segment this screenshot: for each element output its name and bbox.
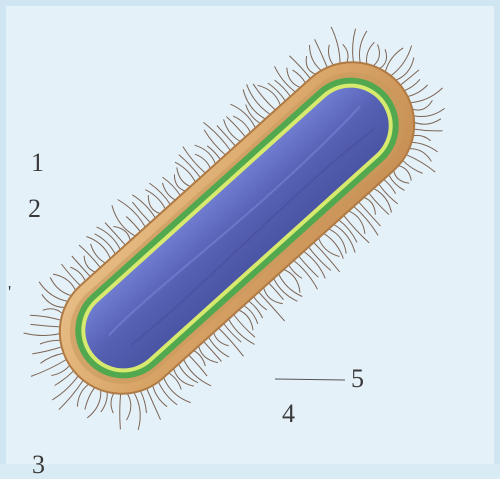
pilus-fiber: [289, 265, 303, 279]
pilus-fiber: [394, 170, 410, 183]
pilus-fiber: [177, 168, 191, 187]
pilus-fiber: [359, 31, 366, 63]
label-tick: ': [8, 283, 11, 301]
pilus-fiber: [39, 282, 68, 302]
pilus-fiber: [40, 353, 63, 363]
label-1: 1: [31, 150, 44, 176]
pilus-fiber: [101, 392, 107, 412]
pilus-fiber: [275, 80, 291, 96]
pilus-fiber: [163, 183, 176, 200]
bacterium-illustration: [0, 0, 500, 464]
pilus-fiber: [195, 154, 211, 168]
label-3: 3: [32, 452, 45, 478]
pilus-fiber: [147, 389, 161, 420]
pilus-fiber: [134, 393, 140, 430]
pilus-fiber: [331, 27, 340, 64]
pilus-fiber: [412, 142, 438, 152]
pilus-fiber: [408, 85, 428, 97]
pilus-fiber: [233, 116, 250, 132]
pilus-fiber: [31, 360, 66, 377]
label-4: 4: [282, 401, 295, 427]
pilus-fiber: [97, 227, 121, 250]
pilus-fiber: [404, 79, 420, 90]
pilus-fiber: [24, 333, 60, 335]
pointer-line-5: [275, 379, 345, 380]
pilus-fiber: [132, 202, 150, 223]
pilus-fiber: [413, 135, 431, 141]
pilus-fiber: [315, 39, 328, 67]
pilus-fiber: [373, 44, 379, 66]
pilus-fiber: [84, 256, 95, 272]
pilus-fiber: [274, 278, 298, 301]
pilus-fiber: [344, 215, 370, 243]
pilus-fiber: [194, 351, 206, 367]
pilus-fiber: [226, 117, 245, 137]
pilus-fiber: [32, 347, 61, 354]
pilus-fiber: [43, 309, 63, 314]
pilus-fiber: [343, 44, 348, 62]
pilus-fiber: [87, 390, 101, 418]
pilus-fiber: [353, 29, 356, 63]
pilus-fiber: [367, 42, 375, 64]
pilus-fiber: [51, 365, 69, 375]
pilus-fiber: [329, 45, 334, 65]
pilus-fiber: [204, 130, 225, 155]
pilus-fiber: [319, 238, 340, 257]
pilus-fiber: [153, 385, 167, 406]
pilus-fiber: [55, 371, 74, 386]
pilus-fiber: [85, 387, 95, 409]
pilus-fiber: [410, 88, 442, 103]
pilus-fiber: [406, 155, 435, 172]
pilus-fiber: [275, 66, 296, 92]
pilus-fiber: [239, 310, 253, 330]
pilus-fiber: [306, 56, 315, 74]
pilus-fiber: [31, 324, 61, 327]
pilus-fiber: [189, 355, 208, 376]
pilus-fiber: [334, 224, 355, 252]
pilus-fiber: [126, 217, 140, 232]
pilus-fiber: [113, 227, 130, 241]
pilus-fiber: [409, 149, 431, 162]
pilus-fiber: [30, 315, 61, 320]
pilus-fiber: [403, 160, 423, 173]
pilus-fiber: [127, 394, 131, 421]
pilus-fiber: [52, 376, 78, 400]
pilus-fiber: [214, 333, 229, 346]
pilus-fiber: [209, 337, 230, 357]
pilus-fiber: [398, 166, 411, 181]
pilus-fiber: [140, 391, 146, 413]
pilus-fiber: [224, 119, 241, 141]
pilus-fiber: [385, 48, 403, 72]
pilus-fiber: [111, 393, 114, 413]
pilus-fiber: [249, 301, 263, 318]
pilus-fiber: [379, 49, 386, 68]
pilus-fiber: [269, 283, 284, 300]
pilus-fiber: [95, 234, 116, 254]
pilus-fiber: [293, 70, 306, 83]
label-2: 2: [28, 196, 41, 222]
pilus-fiber: [40, 340, 60, 344]
pilus-fiber: [169, 373, 182, 390]
bacterium-body: [34, 37, 439, 420]
pilus-fiber: [364, 197, 376, 214]
pilus-fiber: [414, 119, 441, 124]
pilus-fiber: [120, 394, 121, 430]
pilus-fiber: [414, 129, 443, 131]
diagram-canvas: ' 1 2 3 4 5: [0, 0, 500, 464]
pilus-fiber: [284, 269, 300, 292]
pilus-fiber: [299, 256, 319, 277]
pilus-fiber: [195, 145, 216, 164]
label-5: 5: [351, 366, 364, 392]
